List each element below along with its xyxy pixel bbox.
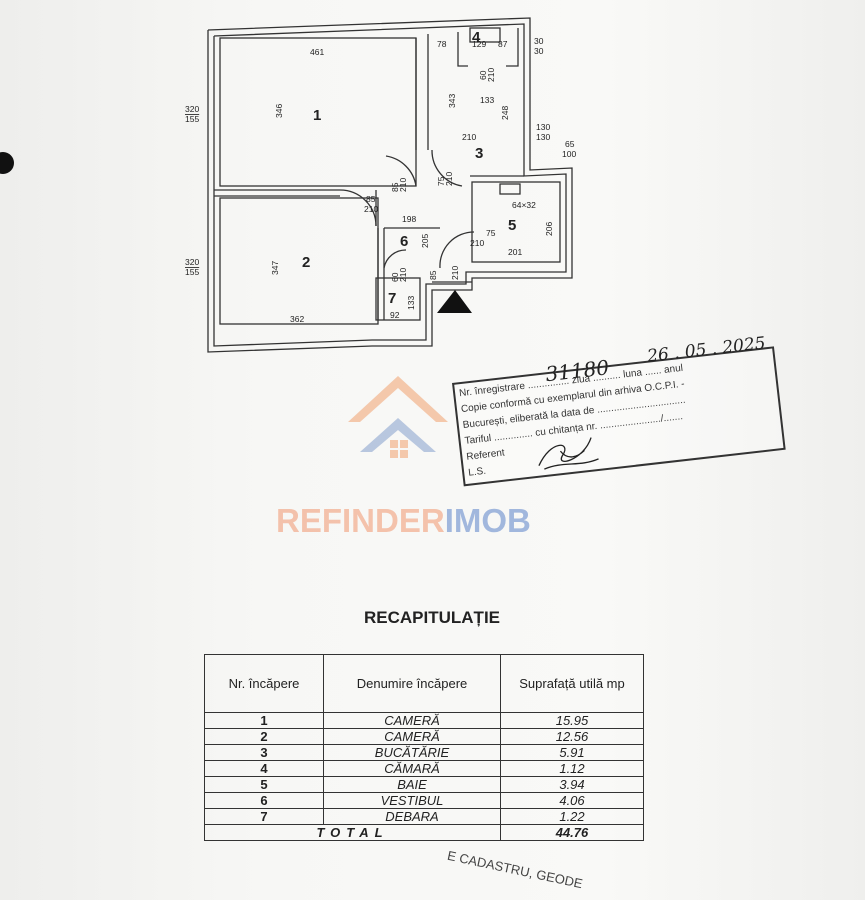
- total-label: TOTAL: [204, 824, 501, 841]
- dim-top-78: 78: [437, 39, 447, 49]
- stamp-line-6: L.S.: [467, 465, 487, 479]
- cell-area: 4.06: [500, 792, 644, 809]
- signature-scribble: [538, 437, 599, 470]
- cell-nr: 2: [204, 728, 324, 745]
- dim-door1-h: 210: [364, 204, 378, 214]
- room-label-1: 1: [313, 107, 321, 124]
- cell-nr: 7: [204, 808, 324, 825]
- cell-area: 1.22: [500, 808, 644, 825]
- dim-r5-65: 65: [565, 139, 575, 149]
- watermark-text: REFINDERIMOB: [276, 502, 531, 540]
- dim-door-85a: 85: [390, 182, 400, 192]
- watermark-part1: REFINDER: [276, 502, 445, 539]
- cell-area: 3.94: [500, 776, 644, 793]
- dim-door5: 75: [486, 228, 496, 238]
- cell-name: VESTIBUL: [323, 792, 501, 809]
- room-label-6: 6: [400, 233, 408, 250]
- dim-r3-248: 248: [500, 106, 510, 120]
- dim-top-129: 129: [472, 39, 486, 49]
- dim-r4-133: 133: [480, 95, 494, 105]
- dim-left-top-outer: 320: [185, 104, 199, 114]
- cell-area: 5.91: [500, 744, 644, 761]
- cell-name: CAMERĂ: [323, 712, 501, 729]
- punch-hole: [0, 152, 14, 174]
- cell-name: CAMERĂ: [323, 728, 501, 745]
- dim-r2-height: 347: [270, 261, 280, 275]
- dim-door-75: 75: [436, 176, 446, 186]
- dim-r5-201: 201: [508, 247, 522, 257]
- dim-door-210b: 210: [444, 172, 454, 186]
- cell-name: BUCĂTĂRIE: [323, 744, 501, 761]
- dim-right-30a: 30: [534, 36, 544, 46]
- dim-r3-343: 343: [447, 94, 457, 108]
- dim-door-85c: 85: [428, 270, 438, 280]
- dim-r4-door: 60: [478, 70, 488, 80]
- dim-r3-130a: 130: [536, 122, 550, 132]
- dim-hall-198: 198: [402, 214, 416, 224]
- cell-name: BAIE: [323, 776, 501, 793]
- recap-title: RECAPITULAȚIE: [364, 608, 500, 627]
- cell-nr: 5: [204, 776, 324, 793]
- dim-door5-h: 210: [470, 238, 484, 248]
- cell-nr: 6: [204, 792, 324, 809]
- room-label-4: 4: [472, 29, 481, 46]
- dim-r1-height: 346: [274, 104, 284, 118]
- floor-plan: 1 2 3 4 5 6 7 461 346 320 155 347 362 32…: [185, 17, 576, 353]
- dim-r1-width: 461: [310, 47, 324, 57]
- cell-name: DEBARA: [323, 808, 501, 825]
- dim-r5-100: 100: [562, 149, 576, 159]
- room-label-2: 2: [302, 254, 310, 271]
- dim-r5-206: 206: [544, 222, 554, 236]
- dim-left-bottom-inner: 155: [185, 267, 199, 277]
- dim-r7-92: 92: [390, 310, 400, 320]
- cell-area: 12.56: [500, 728, 644, 745]
- dim-r2-width: 362: [290, 314, 304, 324]
- dim-top-87: 87: [498, 39, 508, 49]
- cell-nr: 3: [204, 744, 324, 761]
- cell-nr: 4: [204, 760, 324, 777]
- cell-area: 15.95: [500, 712, 644, 729]
- cell-name: CĂMARĂ: [323, 760, 501, 777]
- dim-left-top-inner: 155: [185, 114, 199, 124]
- room-label-5: 5: [508, 217, 516, 234]
- watermark-house-icon: [348, 376, 448, 458]
- cell-nr: 1: [204, 712, 324, 729]
- recap-table: Nr. încăpere Denumire încăpere Suprafață…: [204, 654, 644, 841]
- dim-r7-door: 60: [390, 272, 400, 282]
- header-name: Denumire încăpere: [323, 654, 501, 713]
- dim-r3-210: 210: [462, 132, 476, 142]
- cell-area: 1.12: [500, 760, 644, 777]
- room-label-7: 7: [388, 290, 396, 307]
- dim-door-210a: 210: [398, 178, 408, 192]
- dim-door1: 85: [366, 194, 376, 204]
- dim-r4-door-h: 210: [486, 68, 496, 82]
- registration-stamp: Nr. înregistrare ............... ziua ..…: [452, 333, 786, 487]
- watermark-part2: IMOB: [444, 502, 531, 539]
- dim-hall-205: 205: [420, 234, 430, 248]
- room-label-3: 3: [475, 145, 483, 162]
- dim-door-210c: 210: [450, 266, 460, 280]
- dim-r7-133: 133: [406, 296, 416, 310]
- dim-right-30b: 30: [534, 46, 544, 56]
- dim-r3-130b: 130: [536, 132, 550, 142]
- dim-r5-64x32: 64×32: [512, 200, 536, 210]
- header-area: Suprafață utilă mp: [500, 654, 644, 713]
- dim-left-bottom-outer: 320: [185, 257, 199, 267]
- stamp-line-5: Referent: [465, 447, 506, 463]
- header-nr: Nr. încăpere: [204, 654, 324, 713]
- dim-r7-door-h: 210: [398, 268, 408, 282]
- total-value: 44.76: [500, 824, 644, 841]
